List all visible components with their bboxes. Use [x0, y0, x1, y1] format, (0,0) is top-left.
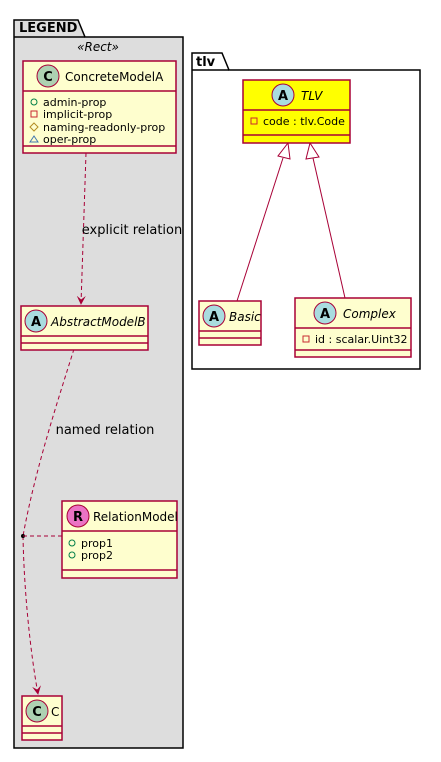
- protected-visibility-icon: [29, 122, 39, 132]
- private-visibility-icon: [302, 335, 310, 343]
- class-type-letter: C: [32, 705, 42, 720]
- explicit-relation-label: explicit relation: [82, 223, 182, 238]
- attribute: prop1: [81, 537, 113, 550]
- class-complex: A Complex id : scalar.Uint32: [294, 297, 412, 358]
- class-abstract-model-b: A AbstractModelB: [20, 305, 149, 351]
- relation-type-icon: [66, 504, 90, 528]
- class-type-icon: [36, 64, 60, 88]
- legend-title: LEGEND: [19, 21, 78, 36]
- class-relation-model: R RelationModel prop1 prop2: [61, 500, 178, 579]
- package-visibility-icon: [29, 135, 39, 143]
- private-visibility-icon: [250, 117, 258, 125]
- legend-stereotype: «Rect»: [77, 40, 119, 54]
- class-name: AbstractModelB: [50, 315, 146, 329]
- attribute: admin-prop: [43, 96, 106, 109]
- class-name: RelationModel: [93, 510, 178, 524]
- class-c: C C: [21, 695, 63, 741]
- attribute: id : scalar.Uint32: [315, 333, 407, 346]
- class-name: TLV: [301, 89, 323, 103]
- abstract-type-icon: [271, 83, 295, 107]
- public-visibility-icon: [30, 98, 38, 106]
- inheritance-complex-to-tlv: [305, 141, 346, 299]
- class-type-letter: A: [320, 307, 330, 322]
- abstract-type-icon: [202, 304, 226, 328]
- class-basic: A Basic: [198, 300, 262, 346]
- class-type-icon: [25, 699, 49, 723]
- inheritance-basic-to-tlv: [236, 141, 291, 302]
- named-relation-label: named relation: [56, 423, 155, 438]
- abstract-type-icon: [313, 301, 337, 325]
- class-concrete-model-a: C ConcreteModelA admin-prop implicit-pro…: [22, 60, 177, 154]
- class-type-letter: A: [209, 310, 219, 325]
- abstract-type-icon: [24, 309, 48, 333]
- class-name: C: [51, 705, 59, 719]
- attribute: prop2: [81, 549, 113, 562]
- class-type-letter: A: [278, 89, 288, 104]
- class-type-letter: A: [31, 315, 41, 330]
- private-visibility-icon: [30, 110, 38, 118]
- class-tlv: A TLV code : tlv.Code: [242, 79, 351, 144]
- tlv-title: tlv: [196, 55, 216, 70]
- attribute: oper-prop: [43, 133, 96, 146]
- attribute: implicit-prop: [43, 108, 112, 121]
- class-type-letter: R: [73, 510, 83, 525]
- class-name: Basic: [229, 310, 261, 324]
- attribute: code : tlv.Code: [263, 115, 345, 128]
- class-name: ConcreteModelA: [65, 70, 164, 84]
- named-relation: [21, 348, 75, 695]
- public-visibility-icon: [68, 539, 76, 547]
- attribute: naming-readonly-prop: [43, 121, 165, 134]
- class-name: Complex: [343, 307, 397, 321]
- class-type-letter: C: [43, 70, 53, 85]
- public-visibility-icon: [68, 551, 76, 559]
